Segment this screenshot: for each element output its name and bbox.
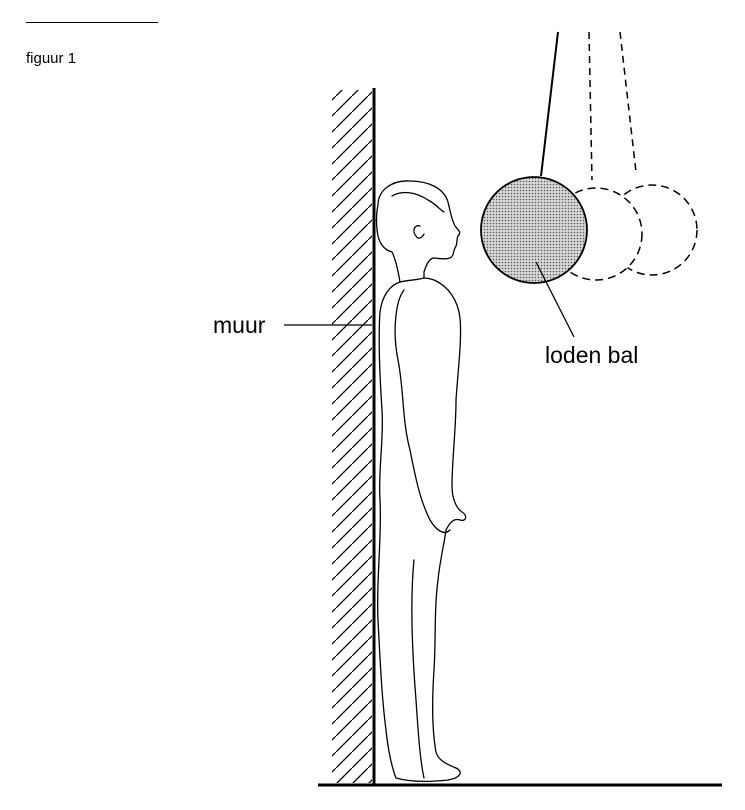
pendulum-string-ghost-1: [588, 31, 593, 181]
pendulum-string: [540, 31, 559, 177]
wall-hatching: [332, 90, 372, 783]
figure-caption: figuur 1: [26, 50, 77, 67]
ball-label: loden bal: [545, 342, 638, 368]
caption-rule: [26, 22, 158, 23]
ball-leader-line: [535, 261, 575, 338]
wall-label: muur: [213, 312, 266, 338]
pendulum-string-ghost-2: [619, 31, 637, 173]
person-figure: [375, 180, 467, 782]
lead-ball: [480, 176, 588, 284]
